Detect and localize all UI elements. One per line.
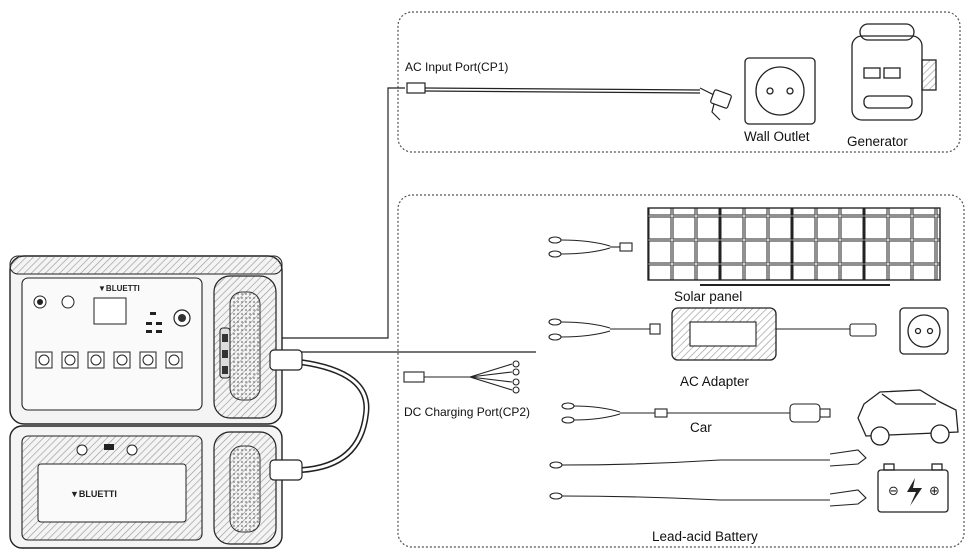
- expansion-battery-icon: ▼BLUETTI: [10, 426, 282, 548]
- dc-port-label: DC Charging Port(CP2): [404, 405, 530, 419]
- brand-logo: ▼BLUETTI: [98, 284, 140, 293]
- wall-outlet-label: Wall Outlet: [744, 129, 810, 144]
- car-icon: [858, 390, 958, 445]
- solar-panel-label: Solar panel: [674, 289, 742, 304]
- ac-port-label: AC Input Port(CP1): [405, 60, 508, 74]
- svg-text:▼BLUETTI: ▼BLUETTI: [70, 489, 117, 499]
- ac-adapter-icon: [549, 308, 876, 360]
- power-station-icon: ▼BLUETTI: [10, 256, 282, 424]
- generator-icon: [852, 24, 936, 120]
- lead-acid-battery-icon: ⊖ ⊕: [878, 464, 948, 512]
- svg-text:⊕: ⊕: [929, 484, 940, 499]
- solar-panel-icon: [648, 208, 940, 285]
- wall-outlet-icon: [745, 58, 815, 124]
- ac-adapter-label: AC Adapter: [680, 374, 749, 389]
- adapter-outlet-icon: [900, 308, 948, 354]
- lead-acid-battery-label: Lead-acid Battery: [652, 529, 758, 544]
- generator-label: Generator: [847, 134, 908, 149]
- svg-text:⊖: ⊖: [888, 484, 899, 499]
- unit-link-cable: [270, 350, 366, 480]
- car-label: Car: [690, 420, 712, 435]
- dc-splitter-cable-icon: [404, 361, 519, 393]
- ac-cable-icon: [407, 83, 732, 120]
- solar-cable-icon: [549, 237, 632, 257]
- battery-clamp-cable-icon: [550, 450, 866, 506]
